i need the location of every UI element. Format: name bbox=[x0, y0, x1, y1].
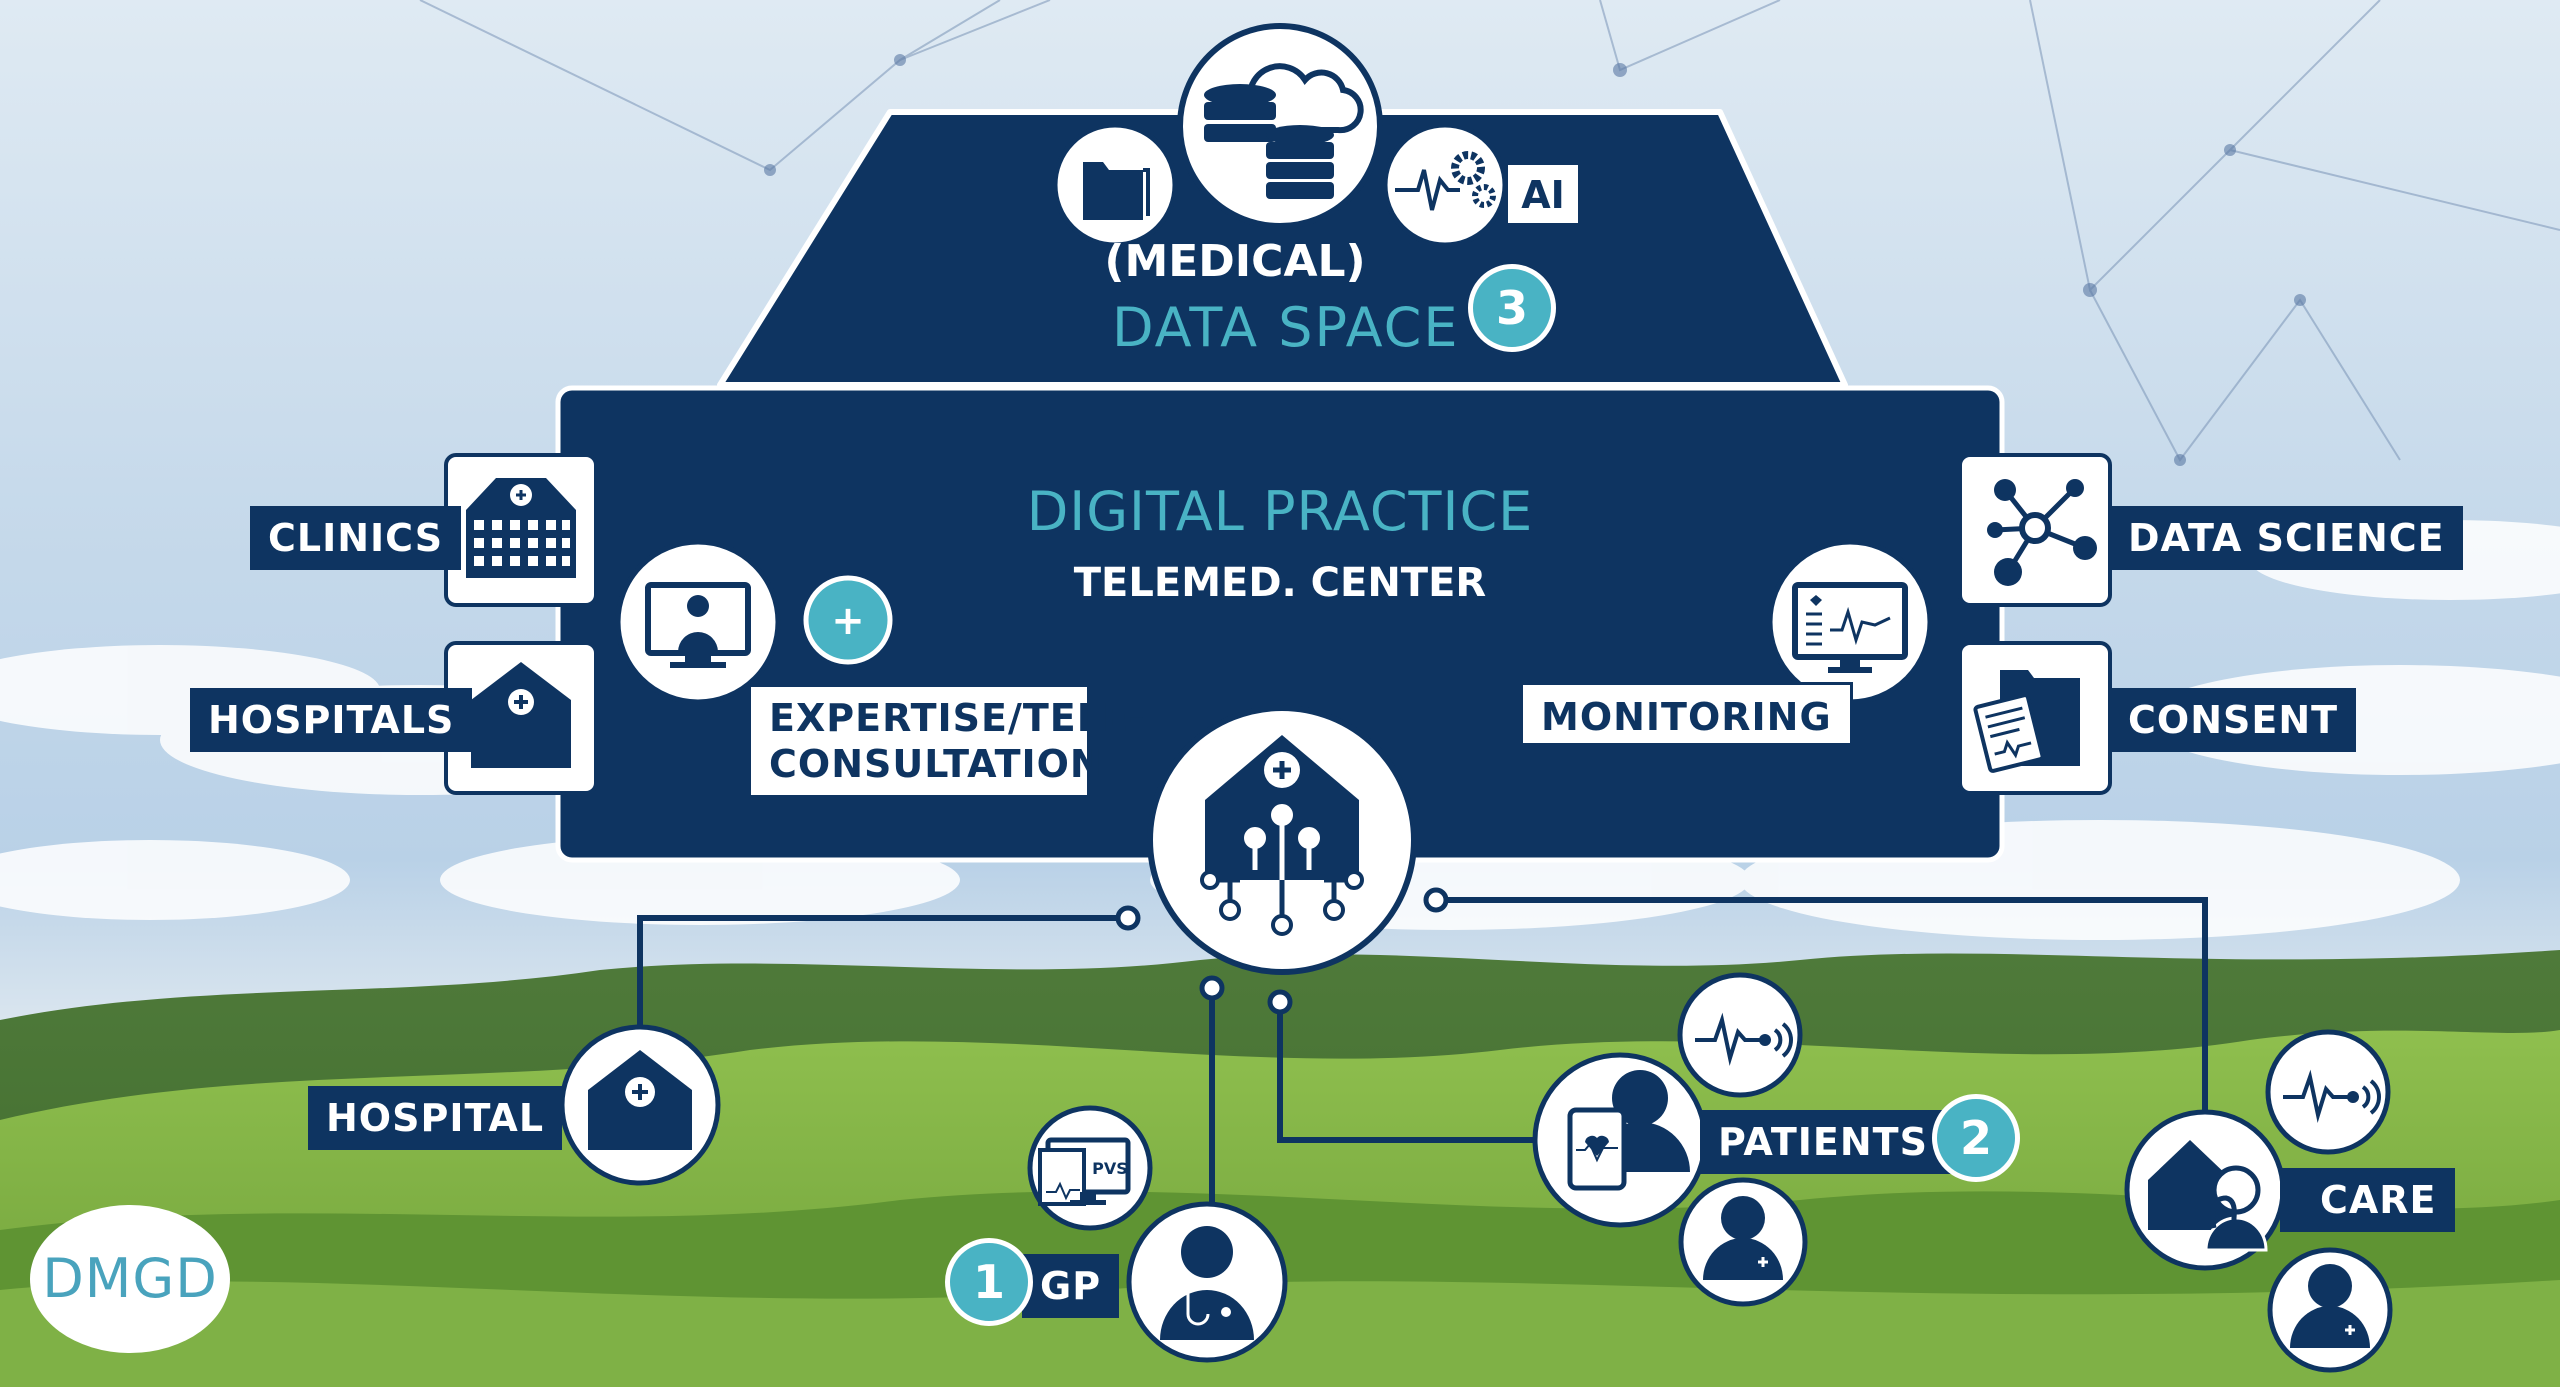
data-space-line2: DATA SPACE bbox=[1112, 296, 1460, 359]
patient-nurse-icon bbox=[1678, 1177, 1808, 1307]
consent-label: CONSENT bbox=[2110, 688, 2357, 752]
monitoring-label: MONITORING bbox=[1520, 682, 1853, 746]
data-space-badge: 3 bbox=[1468, 264, 1556, 352]
teleconsultation-monitor-icon bbox=[615, 539, 781, 705]
plus-sign: + bbox=[831, 598, 865, 644]
ai-label: AI bbox=[1521, 173, 1565, 217]
data-science-network-icon bbox=[1958, 453, 2112, 607]
patient-tablet-icon bbox=[1532, 1052, 1708, 1228]
database-cloud-icon bbox=[1177, 23, 1383, 229]
pvs-label: PVS bbox=[1092, 1159, 1128, 1178]
patients-badge: 2 bbox=[1932, 1094, 2020, 1182]
digital-practice-title: DIGITAL PRACTICE bbox=[1026, 480, 1534, 543]
care-heartbeat-signal-icon bbox=[2265, 1029, 2391, 1155]
care-home-icon bbox=[2124, 1109, 2286, 1271]
connector-dot bbox=[1115, 905, 1141, 931]
connector-dot bbox=[1199, 975, 1225, 1001]
ai-gears-icon bbox=[1382, 122, 1508, 248]
heartbeat-signal-icon bbox=[1677, 972, 1803, 1098]
plus-icon bbox=[803, 575, 893, 665]
telemed-center-subtitle: TELEMED. CENTER bbox=[1073, 560, 1487, 606]
hospital-label: HOSPITAL bbox=[308, 1086, 563, 1150]
care-label: CARE bbox=[2280, 1168, 2455, 1232]
expertise-line1: EXPERTISE/TELE- bbox=[769, 696, 1146, 740]
expertise-teleconsultation-label: EXPERTISE/TELE- CONSULTATION bbox=[748, 684, 1146, 798]
digital-hub-house-icon bbox=[1147, 705, 1417, 975]
dmgd-logo: DMGD bbox=[30, 1205, 230, 1353]
care-nurse-icon bbox=[2267, 1247, 2393, 1373]
hospitals-house-icon bbox=[444, 641, 598, 795]
pvs-computer-icon bbox=[1027, 1105, 1153, 1231]
hospitals-label: HOSPITALS bbox=[190, 688, 473, 752]
connector-dot bbox=[1267, 989, 1293, 1015]
data-science-label: DATA SCIENCE bbox=[2110, 506, 2463, 570]
data-space-line1: (MEDICAL) bbox=[1104, 236, 1366, 287]
connector-lines bbox=[637, 897, 2208, 1240]
folder-icon bbox=[1052, 122, 1178, 248]
gp-badge: 1 bbox=[945, 1238, 1033, 1326]
consent-document-icon bbox=[1958, 641, 2112, 795]
connector-dot bbox=[1423, 887, 1449, 913]
monitoring-monitor-icon bbox=[1767, 539, 1933, 705]
hospital-house-icon bbox=[559, 1024, 721, 1186]
clinics-label: CLINICS bbox=[250, 506, 462, 570]
clinics-building-icon bbox=[444, 453, 598, 607]
gp-doctor-icon bbox=[1126, 1201, 1288, 1363]
expertise-line2: CONSULTATION bbox=[769, 742, 1103, 786]
gp-label: GP bbox=[1022, 1254, 1120, 1318]
